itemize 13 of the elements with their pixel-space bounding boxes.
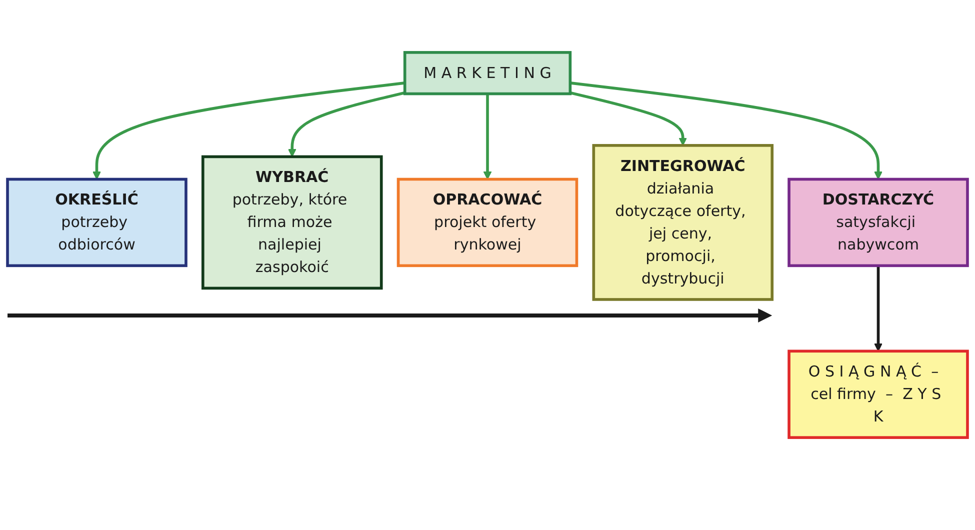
arrow [483, 94, 492, 180]
node-box: ZINTEGROWAĆ działania dotyczące oferty, jej ceny, promocji, dystrybucji [592, 144, 774, 301]
arrow [92, 82, 405, 180]
arrow [570, 91, 687, 146]
arrow [874, 266, 882, 352]
arrow [288, 91, 406, 158]
node-box: DOSTARCZYĆ satysfakcji nabywcom [788, 178, 969, 268]
node-box: OPRACOWAĆ projekt oferty rynkowej [396, 178, 578, 268]
arrow [570, 82, 882, 180]
node-box: M A R K E T I N G [403, 51, 572, 96]
node-box: WYBRAĆ potrzeby, które firma może najlepiej zaspokoić [201, 155, 383, 290]
node-box: OKREŚLIĆ potrzeby odbiorców [6, 178, 188, 268]
node-box: O S I Ą G N Ą Ć – cel firmy – Z Y S K [788, 350, 969, 439]
